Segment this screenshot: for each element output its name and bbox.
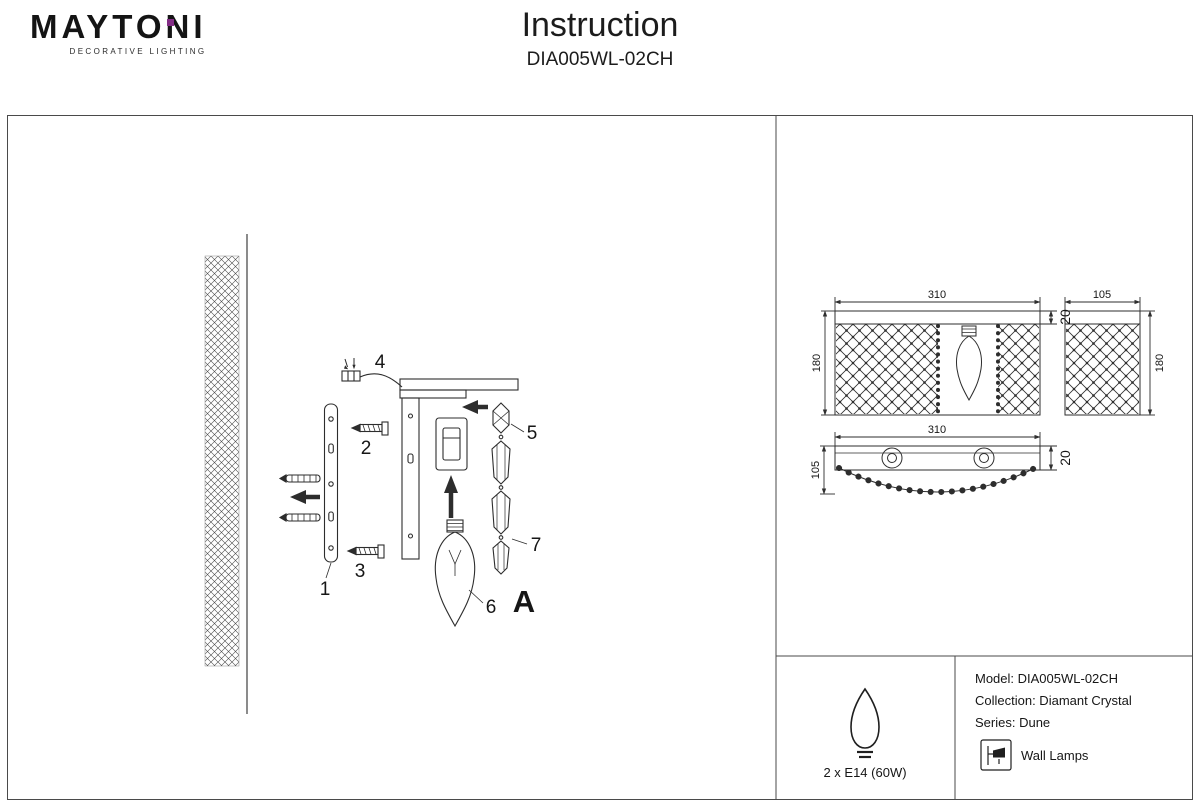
arrow-up-icon [444,475,458,518]
front-view-bulb [956,325,982,402]
mounting-plate [323,403,339,563]
spec-model: Model: DIA005WL-02CH [975,671,1118,686]
dim-front-height: 180 [811,354,823,372]
label-step-4: 4 [375,352,386,373]
candle-bulb-drawing [434,519,484,628]
top-view [834,445,1041,495]
front-view [834,310,1041,416]
wall-anchor-upper [278,474,321,483]
dim-top-plate: 20 [1057,450,1073,466]
title-block: Instruction DIA005WL-02CH [0,6,1200,71]
label-detail-a: A [513,584,535,619]
label-step-6: 6 [486,597,497,618]
arrow-left-icon [462,400,488,414]
top-view-dimension-lines [820,432,1057,495]
crystal-pendant-chain [491,434,528,575]
dim-side-width: 105 [1093,289,1111,301]
spec-category: Wall Lamps [1021,748,1089,763]
screw-lower [346,544,385,559]
assembly-labels: 1 2 3 4 5 6 7 A [320,352,542,619]
lamp-backplate [399,378,519,560]
side-view [1064,310,1141,416]
wall-anchor-lower [278,513,321,522]
brand-name: MAYTONI [30,8,207,45]
front-view-dimension-lines [821,297,1057,416]
dim-top-width: 310 [928,424,946,436]
brand-tagline: DECORATIVE LIGHTING [69,47,207,56]
page-title: Instruction [521,6,679,44]
logo-i-dot-icon [166,19,174,26]
dim-side-height: 180 [1154,354,1166,372]
spec-collection: Collection: Diamant Crystal [975,693,1132,708]
label-step-1: 1 [320,579,331,600]
spec-bulb: 2 x E14 (60W) [823,765,906,780]
dimension-labels: 310 180 20 105 180 310 105 20 [810,289,1166,479]
dimension-drawings [820,297,1155,495]
bulb-icon [850,687,880,759]
panel-dividers [775,116,1192,799]
dim-top-depth: 105 [810,461,822,479]
label-step-2: 2 [361,438,372,459]
spec-series: Series: Dune [975,715,1050,730]
wall-lamp-icon [980,739,1012,771]
arrow-into-wall-icon [290,490,320,504]
wall-section [204,255,240,667]
side-view-dimension-lines [1064,297,1155,416]
label-step-5: 5 [527,423,538,444]
brand-logo: MAYTONI DECORATIVE LIGHTING [30,10,207,56]
leader-step-1 [325,562,332,579]
page-model-number: DIA005WL-02CH [526,49,674,70]
crystal-bead [492,402,525,434]
label-step-3: 3 [355,561,366,582]
drawing-canvas: 1 2 3 4 5 6 7 A [204,116,1192,799]
wire-terminal [341,358,403,388]
spec-section: 2 x E14 (60W) Model: DIA005WL-02CH Colle… [823,671,1131,780]
dim-front-plate: 20 [1057,309,1073,325]
socket-assembly [435,417,468,471]
dim-front-width: 310 [928,289,946,301]
drawing-sheet: 1 2 3 4 5 6 7 A [7,115,1193,800]
assembly-diagram [204,234,528,714]
screw-upper [350,421,389,436]
label-step-7: 7 [531,535,542,556]
